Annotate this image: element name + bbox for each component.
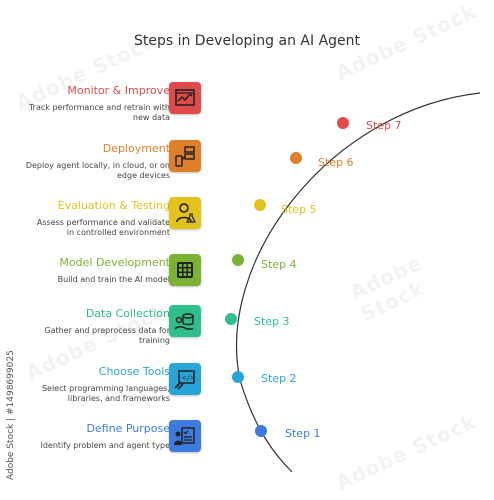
step-4-dot [232, 254, 244, 266]
server-deploy-icon [169, 140, 201, 172]
step-2-text: Choose Tools Select programming language… [0, 365, 170, 404]
step-4-label: Step 4 [261, 258, 297, 271]
monitor-chart-icon [169, 82, 201, 114]
tester-flask-icon [169, 197, 201, 229]
step-7-dot [337, 117, 349, 129]
step-description: Identify problem and agent type [40, 441, 170, 450]
step-3-text: Data Collection Gather and preprocess da… [0, 307, 170, 346]
step-2-label: Step 2 [261, 372, 297, 385]
step-title: Model Development [59, 256, 170, 269]
step-description: Build and train the AI model [57, 275, 170, 284]
step-7-text: Monitor & Improve Track performance and … [0, 84, 170, 123]
tools-code-icon: </> [169, 363, 201, 395]
step-7-label: Step 7 [366, 119, 402, 132]
step-6-text: Deployment Deploy agent locally, in clou… [0, 142, 170, 181]
step-6-label: Step 6 [318, 156, 354, 169]
step-5-text: Evaluation & Testing Assess performance … [0, 199, 170, 238]
diagram-title: Steps in Developing an AI Agent [133, 33, 361, 49]
step-5-label: Step 5 [281, 203, 317, 216]
step-title: Define Purpose [86, 422, 170, 435]
step-3-label: Step 3 [254, 315, 290, 328]
step-title: Deployment [102, 142, 170, 155]
step-1-text: Define Purpose Identify problem and agen… [0, 422, 170, 451]
purpose-checklist-icon [169, 420, 201, 452]
step-title: Choose Tools [98, 365, 170, 378]
step-title: Monitor & Improve [67, 84, 170, 97]
step-description: Select programming languages,libraries, … [41, 384, 170, 403]
step-1-dot [255, 425, 267, 437]
model-grid-icon [169, 254, 201, 286]
step-5-dot [254, 199, 266, 211]
step-6-dot [290, 152, 302, 164]
data-gather-icon [169, 305, 201, 337]
step-4-text: Model Development Build and train the AI… [0, 256, 170, 285]
svg-text:</>: </> [182, 374, 195, 382]
step-3-dot [225, 313, 237, 325]
step-2-dot [232, 371, 244, 383]
step-title: Evaluation & Testing [57, 199, 170, 212]
step-1-label: Step 1 [285, 427, 321, 440]
step-title: Data Collection [85, 307, 170, 320]
